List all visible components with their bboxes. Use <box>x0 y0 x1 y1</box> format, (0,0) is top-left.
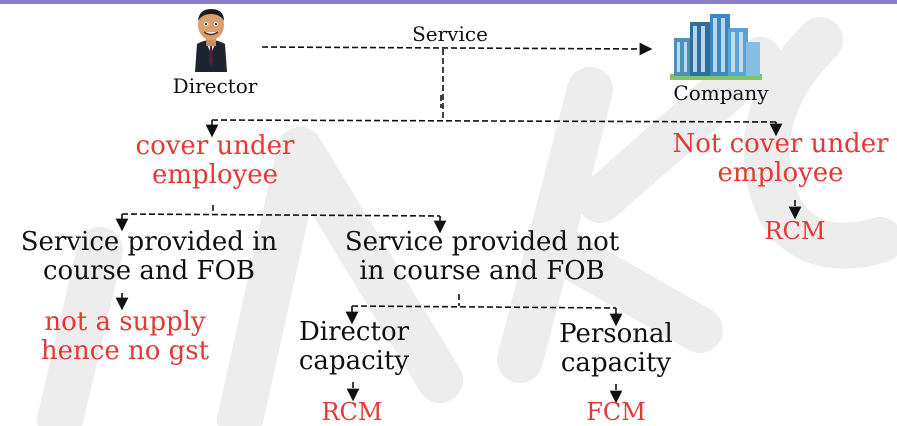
top-border <box>0 0 897 4</box>
not-cover-result: RCM <box>764 217 826 245</box>
personal-capacity-line-2: capacity <box>560 348 672 379</box>
not-supply-line-2: hence no gst <box>40 336 210 367</box>
not-cover-line-1: Not cover under <box>672 129 889 159</box>
personal-capacity-result: FCM <box>586 398 646 426</box>
not-supply-line-1: not a supply <box>44 307 206 337</box>
director-capacity: Director capacity <box>292 317 416 377</box>
cover-under-employee: cover under employee <box>130 131 300 191</box>
not-cover-line-2: employee <box>717 158 844 189</box>
personal-capacity: Personal capacity <box>548 319 684 379</box>
director-capacity-line-1: Director <box>298 317 410 347</box>
not-a-supply-result: not a supply hence no gst <box>30 307 220 367</box>
company-label: Company <box>673 81 769 105</box>
not-course-line-2: in course and FOB <box>359 256 605 287</box>
director-capacity-line-2: capacity <box>298 346 410 377</box>
service-in-course: Service provided in course and FOB <box>6 227 292 287</box>
service-arrow <box>261 42 653 56</box>
service-not-in-course: Service provided not in course and FOB <box>332 227 632 287</box>
personal-capacity-line-1: Personal <box>559 319 673 349</box>
in-course-line-2: course and FOB <box>43 256 255 287</box>
director-label: Director <box>172 74 258 98</box>
service-label: Service <box>412 22 488 46</box>
not-cover-under-employee: Not cover under employee <box>664 129 897 189</box>
businessman-caricature-icon <box>195 9 227 72</box>
office-buildings-icon <box>670 14 762 80</box>
cover-line-1: cover under <box>135 131 295 161</box>
cover-line-2: employee <box>151 160 279 191</box>
director-capacity-result: RCM <box>321 398 383 426</box>
not-course-line-1: Service provided not <box>344 227 620 257</box>
in-course-line-1: Service provided in <box>20 227 278 257</box>
